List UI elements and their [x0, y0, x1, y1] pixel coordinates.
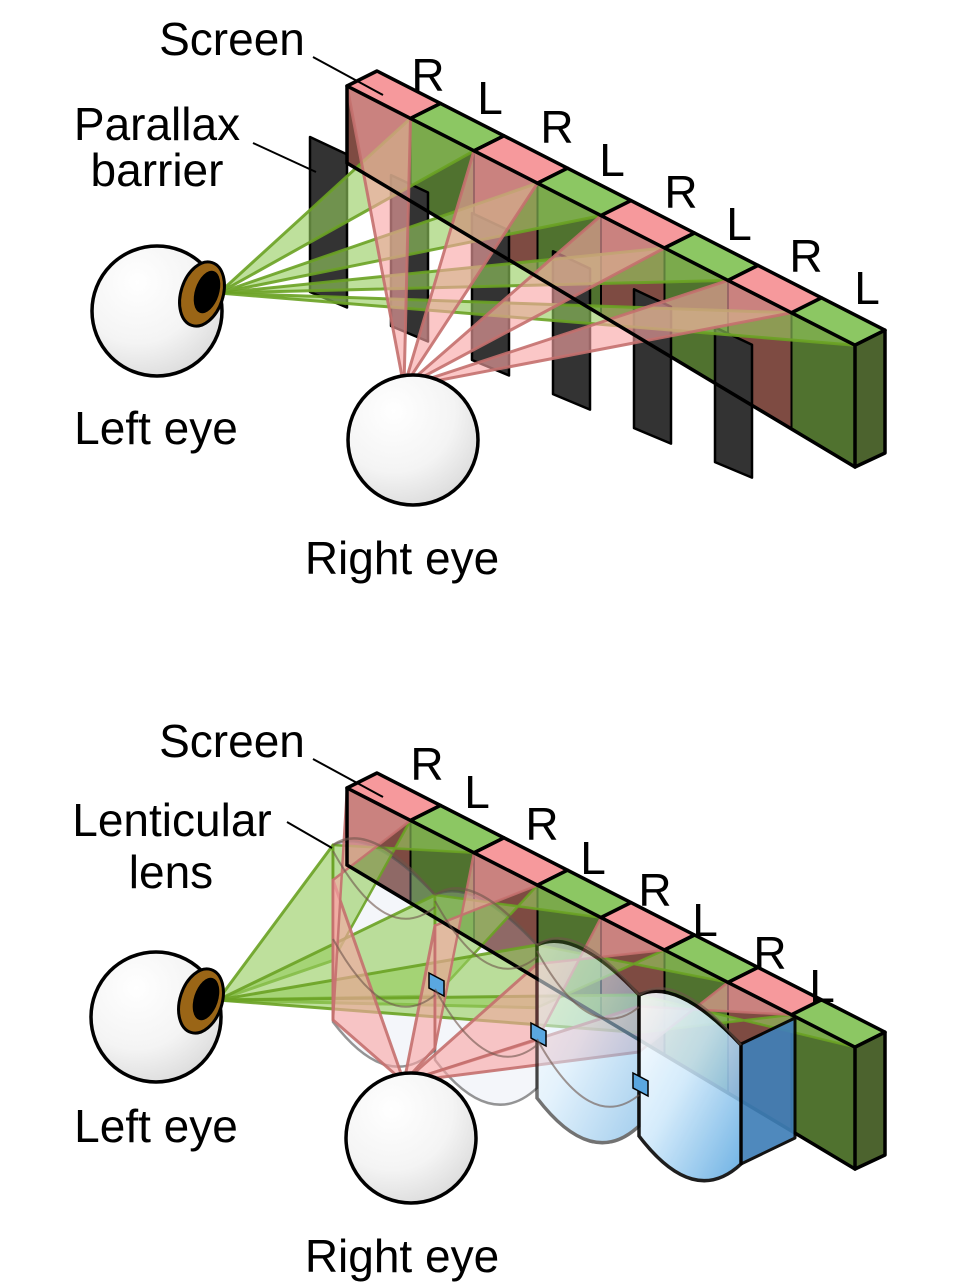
pointer-line — [312, 56, 384, 96]
pointer-line — [312, 758, 384, 798]
pixel-column-front-L — [791, 312, 855, 467]
pixel-letter: R — [753, 927, 786, 979]
pixel-letter: L — [854, 262, 880, 314]
pixel-letter: R — [789, 230, 822, 282]
barrier-strip — [713, 326, 754, 479]
pixel-letter: L — [464, 766, 490, 818]
lenticular-lens-blue — [637, 989, 743, 1183]
lens-junction-glint — [632, 1071, 649, 1098]
pixel-letter: R — [540, 101, 573, 153]
pupil — [193, 270, 221, 314]
pixel-letter: L — [599, 134, 625, 186]
label-device-line1: Parallax — [74, 98, 240, 150]
lens-curvature-arc — [536, 950, 640, 1020]
right-eye-ball — [346, 373, 480, 507]
lens-top-cap-arc — [332, 837, 436, 896]
screen-end-face — [853, 328, 887, 469]
pixel-letter: R — [411, 49, 444, 101]
label-device-line1: Lenticular — [72, 794, 271, 846]
lens-top-cap-arc — [536, 937, 640, 996]
screen-silhouette — [345, 84, 857, 469]
lens-top-cap-arc — [638, 987, 742, 1046]
pixel-letter: R — [638, 864, 671, 916]
label-right-eye: Right eye — [305, 1230, 499, 1282]
label-device-line2: barrier — [91, 144, 224, 196]
light-cone-right-eye — [345, 84, 412, 389]
pixel-letter: L — [477, 72, 503, 124]
lens-curvature-arc — [434, 900, 538, 970]
lens-top-cap-arc — [434, 887, 538, 946]
lens-curvature-arc — [536, 1038, 640, 1108]
pixel-letter: L — [809, 960, 835, 1012]
pixel-letter: R — [664, 166, 697, 218]
label-screen: Screen — [159, 13, 305, 65]
label-right-eye: Right eye — [305, 532, 499, 584]
lens-curvature-arc — [332, 850, 436, 920]
label-screen: Screen — [159, 715, 305, 767]
pixel-letter: L — [580, 832, 606, 884]
pointer-line — [286, 821, 333, 849]
pixel-letter: L — [692, 894, 718, 946]
label-left-eye: Left eye — [74, 1100, 238, 1152]
pixel-letter: R — [410, 738, 443, 790]
lens-junction-glint — [530, 1021, 547, 1048]
screen-end-face — [853, 1030, 887, 1171]
pixel-column-front-L — [791, 1014, 855, 1169]
pupil — [192, 977, 220, 1021]
right-eye-ball — [344, 1071, 478, 1205]
label-device-line2: lens — [129, 846, 213, 898]
lens-curvature-arc — [434, 988, 538, 1058]
lens-curvature-arc — [332, 938, 436, 1008]
pixel-letter: L — [726, 198, 752, 250]
lens-junction-glint — [428, 971, 445, 998]
pixel-letter: R — [525, 798, 558, 850]
label-left-eye: Left eye — [74, 402, 238, 454]
lens-side-face — [739, 1016, 797, 1166]
pointer-line — [252, 142, 317, 173]
